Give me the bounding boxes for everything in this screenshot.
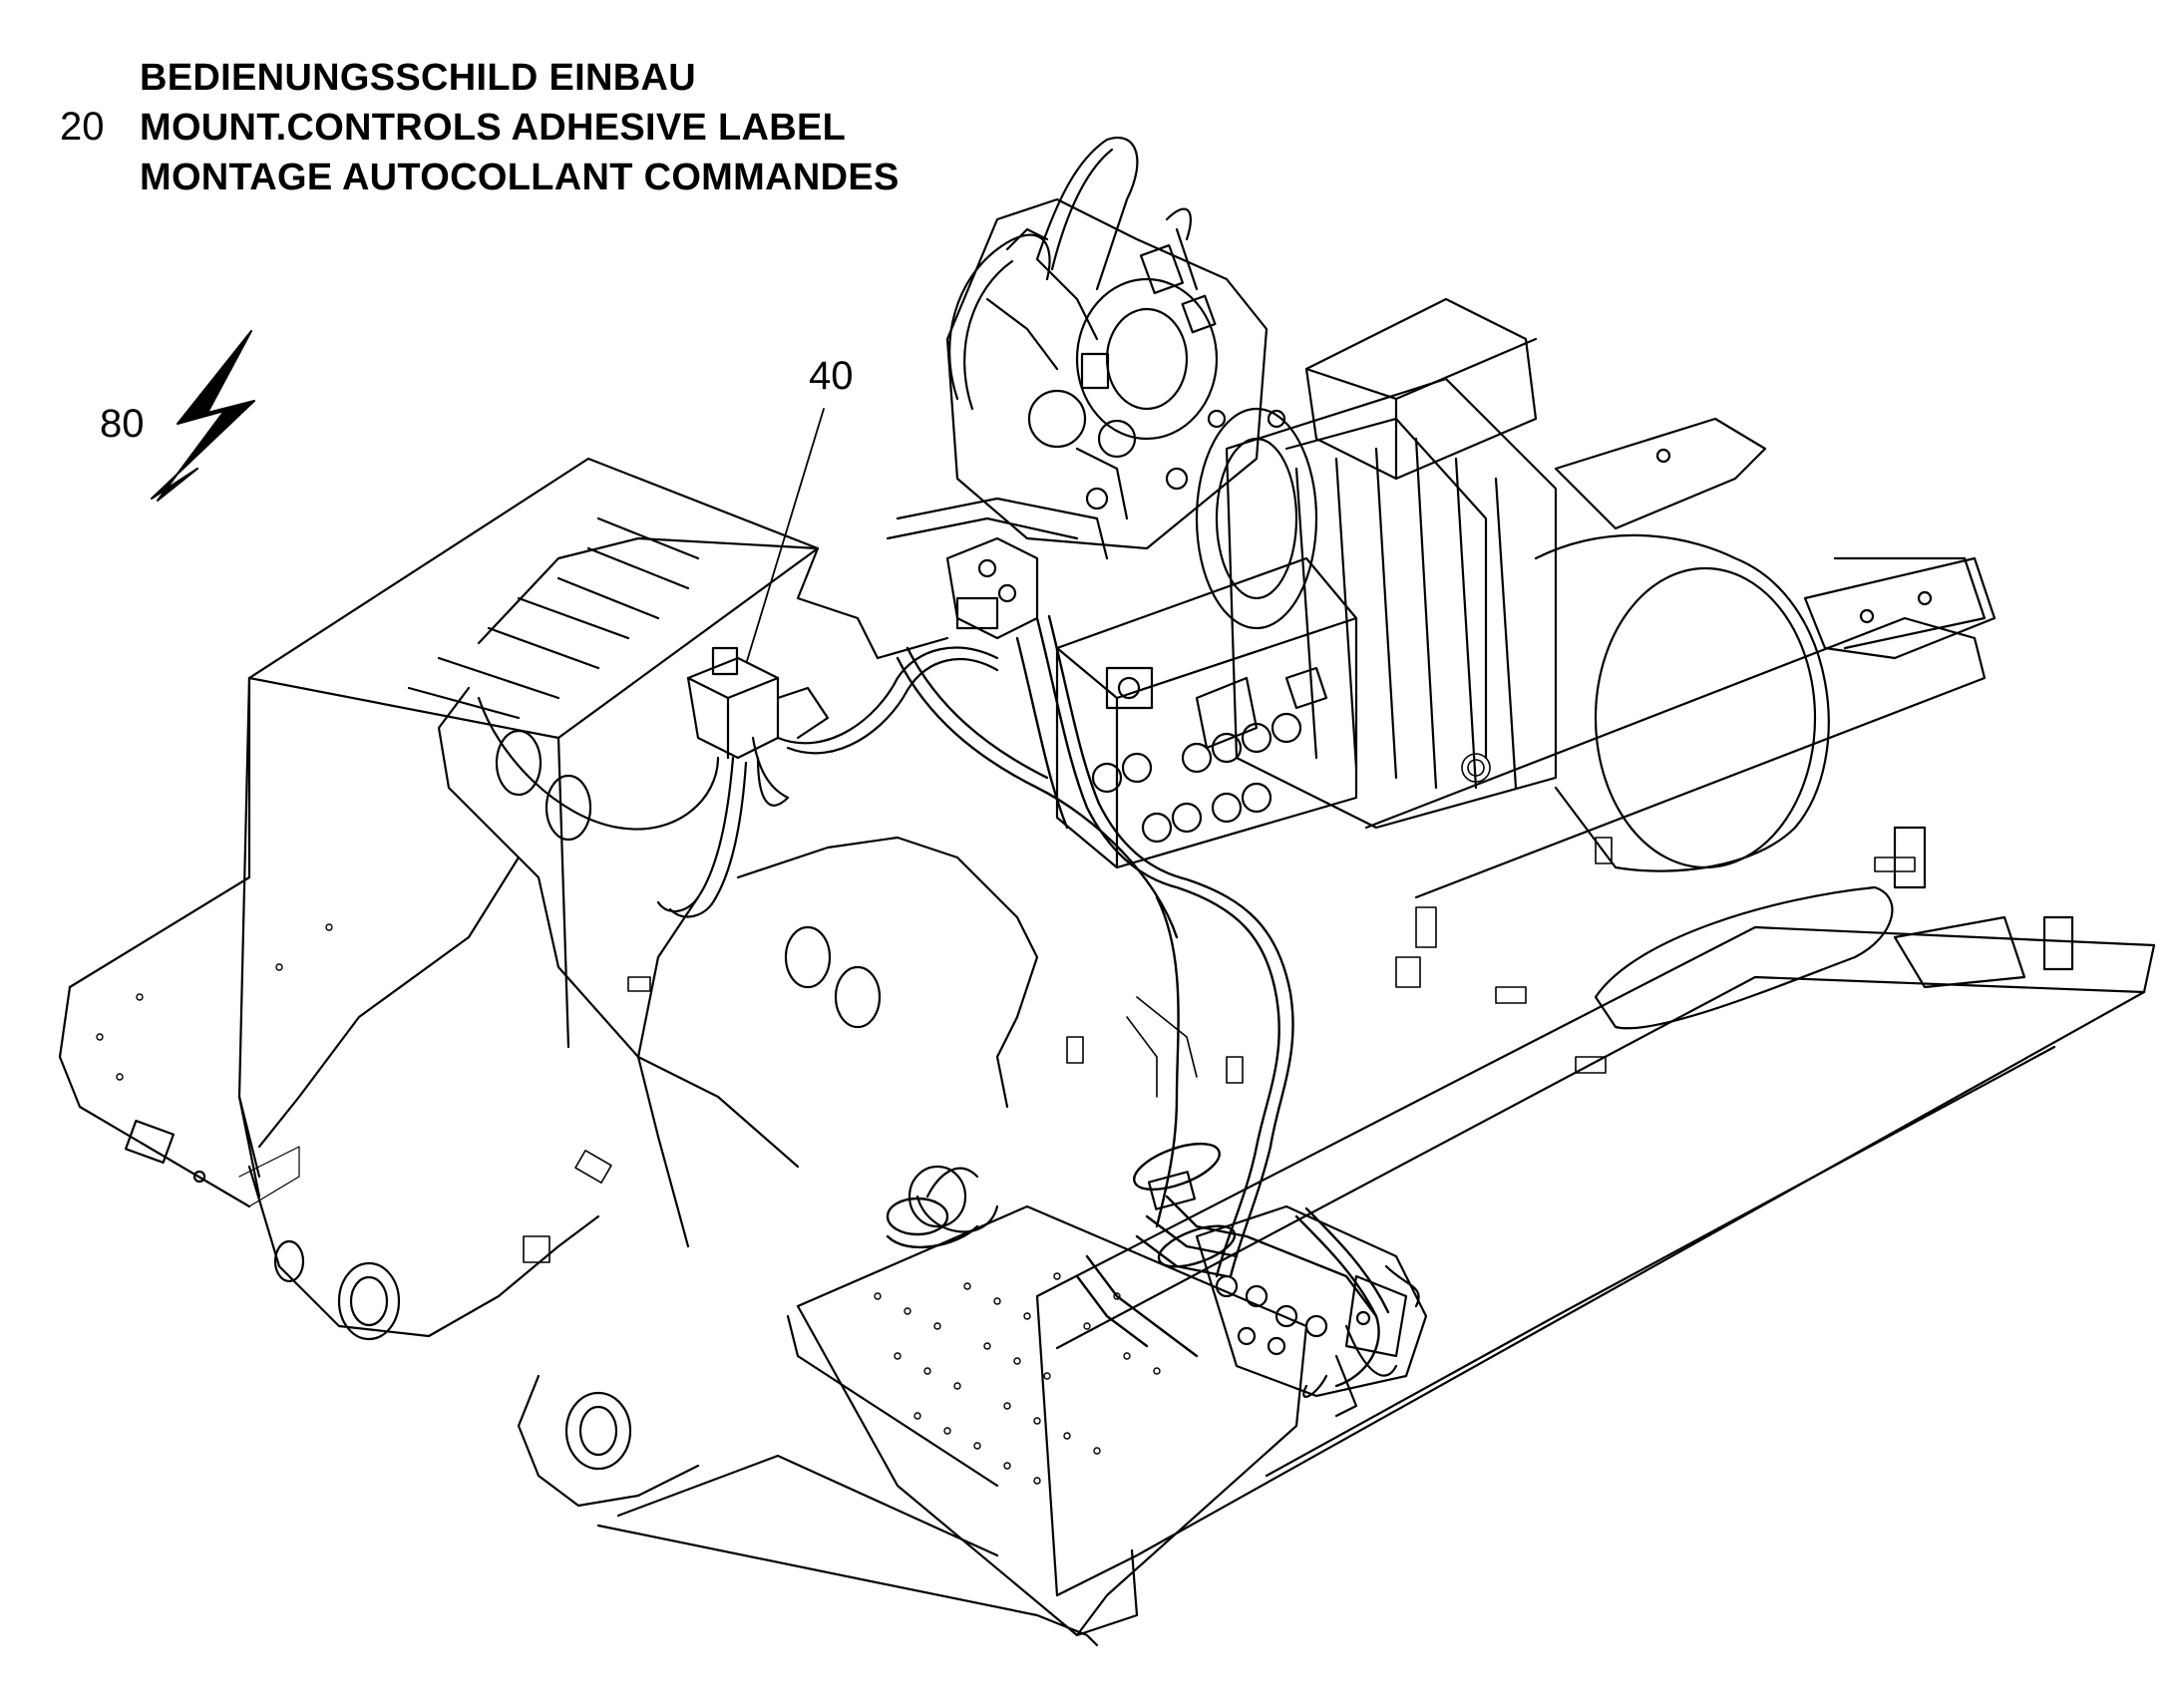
left-boom-arm: [247, 536, 1039, 1508]
upper-valve-block: [886, 497, 1109, 640]
electric-motor: [1195, 297, 1830, 872]
hydraulic-pump-cluster: [945, 137, 1269, 550]
control-valve-block: [1055, 556, 1358, 869]
lower-valve-cluster: [1147, 1171, 1428, 1418]
callout-40: 40: [809, 354, 854, 398]
base-frame: [1035, 417, 2156, 1637]
front-deck: [596, 1204, 1308, 1647]
pilot-valve-block: [656, 646, 999, 918]
title-french: MONTAGE AUTOCOLLANT COMMANDES: [140, 157, 900, 198]
hydraulic-hoses: [886, 614, 1390, 1388]
counterweight-housing: [58, 457, 820, 1208]
title-english: MOUNT.CONTROLS ADHESIVE LABEL: [140, 107, 847, 149]
title-german: BEDIENUNGSSCHILD EINBAU: [140, 57, 696, 99]
lightning-bolt-icon: [151, 330, 255, 502]
item-number: 20: [60, 105, 105, 149]
callout-80: 80: [100, 402, 145, 446]
title-block: BEDIENUNGSSCHILD EINBAU MOUNT.CONTROLS A…: [140, 53, 900, 202]
frame-details: [523, 753, 1916, 1263]
